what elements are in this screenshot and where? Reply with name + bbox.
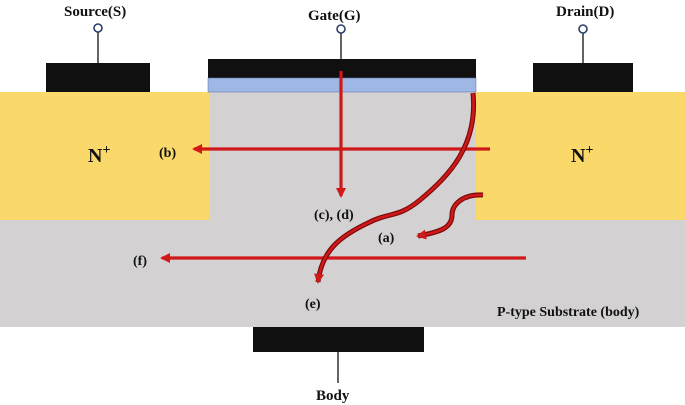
source-label: Source(S) xyxy=(64,4,126,20)
drain-terminal-lead xyxy=(578,24,588,63)
gate-electrode xyxy=(208,59,476,78)
source-n-plus-label: N+ xyxy=(88,143,110,167)
substrate-label: P-type Substrate (body) xyxy=(497,305,640,320)
gate-terminal-lead xyxy=(336,24,346,59)
source-n-superscript: + xyxy=(102,143,110,158)
body-label: Body xyxy=(316,388,350,404)
label-b: (b) xyxy=(159,146,176,161)
source-contact xyxy=(46,63,150,92)
drain-n-plus-label: N+ xyxy=(571,143,593,167)
arrow-e xyxy=(314,92,477,284)
drain-contact xyxy=(533,63,633,92)
drain-label: Drain(D) xyxy=(556,4,614,20)
source-n-letter: N xyxy=(88,145,103,167)
source-n-plus-region xyxy=(0,92,209,220)
label-e: (e) xyxy=(305,297,321,312)
label-f: (f) xyxy=(133,254,147,269)
drain-n-letter: N xyxy=(571,145,586,167)
arrow-a xyxy=(416,192,484,240)
source-terminal-lead xyxy=(93,23,103,63)
body-contact xyxy=(253,327,424,352)
gate-label: Gate(G) xyxy=(308,8,360,24)
label-a: (a) xyxy=(378,231,395,246)
drain-n-plus-region xyxy=(476,92,685,220)
drain-n-superscript: + xyxy=(585,143,593,158)
label-cd: (c), (d) xyxy=(314,208,354,223)
